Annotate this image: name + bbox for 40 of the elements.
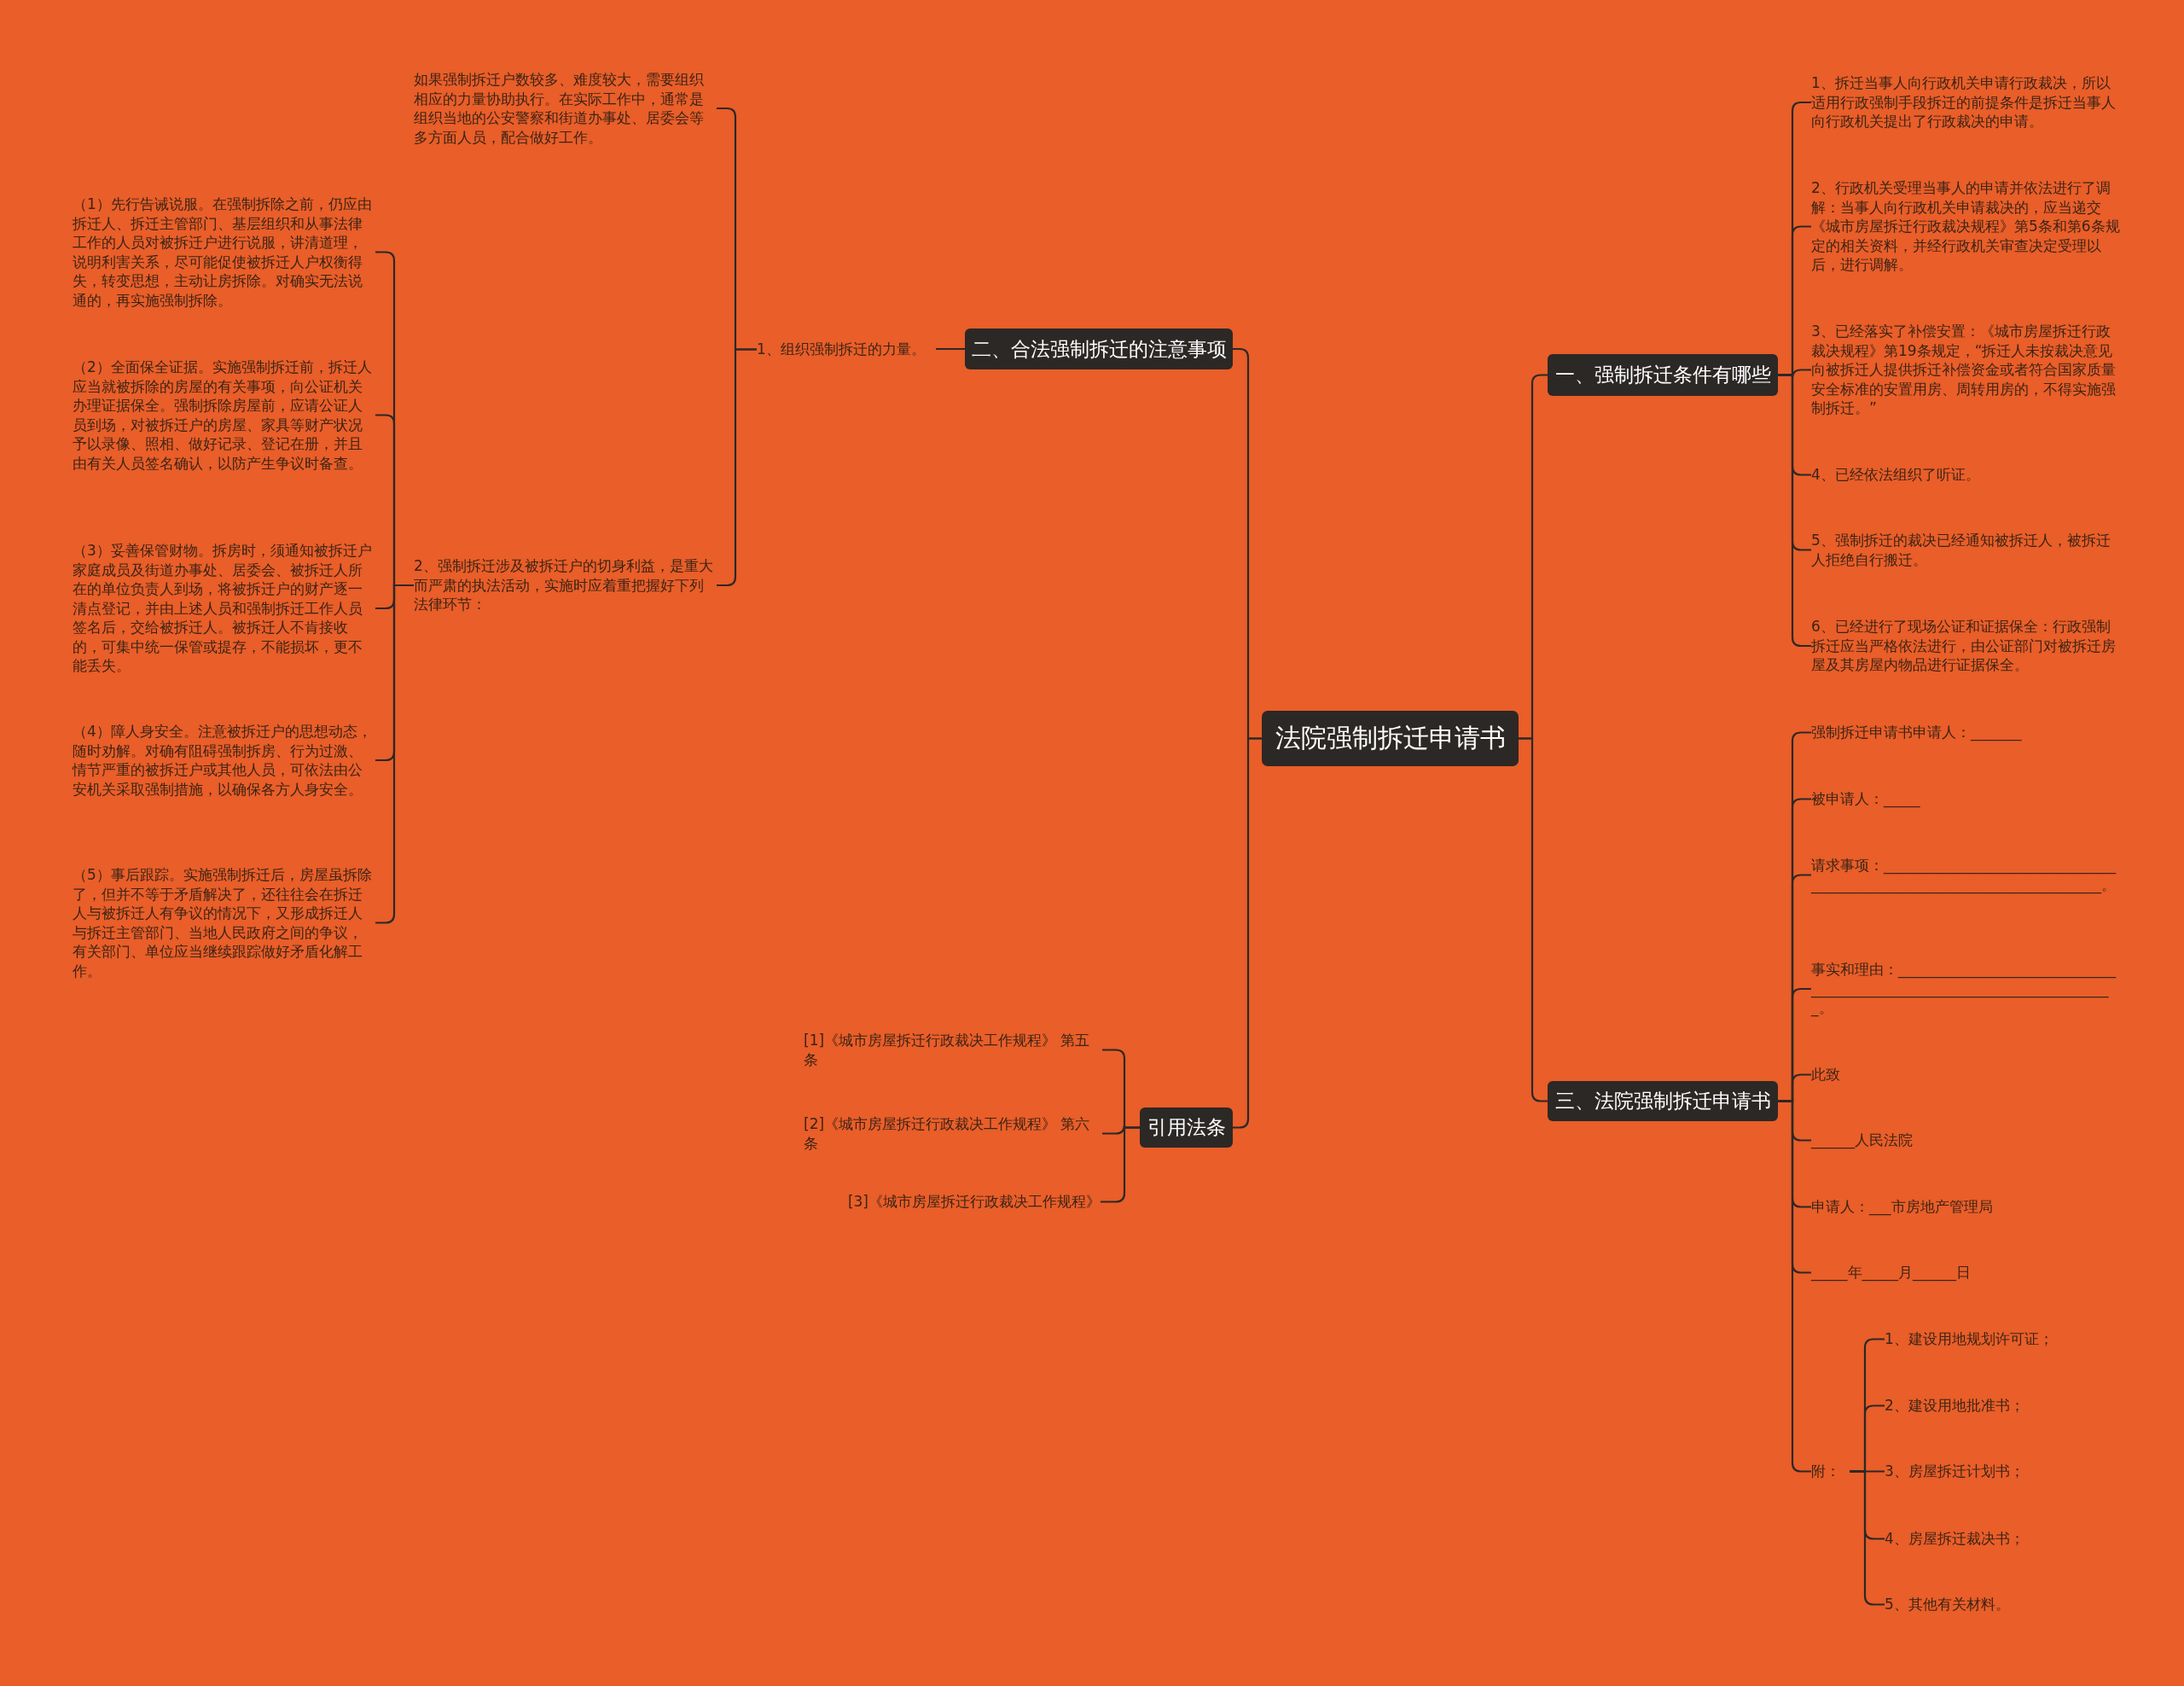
connector-line	[936, 347, 965, 351]
branch-topic-box: 引用法条	[1140, 1108, 1233, 1148]
topic-text: 事实和理由：________________________________________________________________________。	[1811, 960, 2123, 1018]
topic-text: 被申请人：_____	[1811, 789, 2123, 809]
topic-text: （1）先行告诫说服。在强制拆除之前，仍应由拆迁人、拆迁主管部门、基层组织和从事法律工作的人员对被拆迁户进行说服，讲清道理，说明利害关系，尽可能促使被拆迁人户权衡得失，转变思想，主动让房拆除。对确实无法说通的，再实施强制拆除。	[73, 195, 375, 310]
topic-text: 5、其他有关材料。	[1885, 1595, 2140, 1614]
topic-text: [2]《城市房屋拆迁行政裁决工作规程》 第六条	[804, 1114, 1102, 1153]
topic-text: 申请人：___市房地产管理局	[1811, 1197, 2123, 1217]
central-topic-box: 法院强制拆迁申请书	[1262, 711, 1519, 766]
topic-text: 1、组织强制拆迁的力量。	[757, 340, 936, 359]
topic-text: 4、房屋拆迁裁决书；	[1885, 1529, 2140, 1549]
topic-text: _____年_____月______日	[1811, 1263, 2123, 1282]
topic-text: 此致	[1811, 1065, 2123, 1084]
branch-topic-box: 三、法院强制拆迁申请书	[1548, 1081, 1778, 1121]
topic-text: [3]《城市房屋拆迁行政裁决工作规程》	[804, 1192, 1101, 1212]
connector-line	[1519, 737, 1548, 1102]
topic-text: 附：	[1811, 1462, 1850, 1481]
topic-text: 4、已经依法组织了听证。	[1811, 465, 2123, 485]
topic-text: （2）全面保全证据。实施强制拆迁前，拆迁人应当就被拆除的房屋的有关事项，向公证机关办理证据保全。强制拆除房屋前，应请公证人员到场，对被拆迁户的房屋、家具等财产状况予以录像、照相、做好记录、登记在册，并且由有关人员签名确认，以防产生争议时备查。	[73, 358, 375, 473]
topic-text: 1、拆迁当事人向行政机关申请行政裁决，所以适用行政强制手段拆迁的前提条件是拆迁当事人向行政机关提出了行政裁决的申请。	[1811, 73, 2123, 131]
topic-text: 3、房屋拆迁计划书；	[1885, 1462, 2140, 1481]
topic-text: （5）事后跟踪。实施强制拆迁后，房屋虽拆除了，但并不等于矛盾解决了，还往往会在拆迁人与被拆迁人有争议的情况下，又形成拆迁人与拆迁主管部门、当地人民政府之间的争议，有关部门、单位应当继续跟踪做好矛盾化解工作。	[73, 865, 375, 980]
topic-text: 强制拆迁申请书申请人：_______	[1811, 723, 2123, 742]
connector-line	[1233, 737, 1262, 1129]
branch-topic-box: 二、合法强制拆迁的注意事项	[965, 328, 1233, 369]
topic-text: 2、强制拆迁涉及被拆迁户的切身利益，是重大而严肃的执法活动，实施时应着重把握好下列法律环节：	[414, 556, 717, 614]
topic-text: 如果强制拆迁户数较多、难度较大，需要组织相应的力量协助执行。在实际工作中，通常是组织当地的公安警察和街道办事处、居委会等多方面人员，配合做好工作。	[414, 70, 717, 147]
topic-text: 6、已经进行了现场公证和证据保全：行政强制拆迁应当严格依法进行，由公证部门对被拆迁房屋及其房屋内物品进行证据保全。	[1811, 617, 2123, 675]
topic-text: 请求事项：________________________________________________________________________。	[1811, 856, 2123, 894]
topic-text: （4）障人身安全。注意被拆迁户的思想动态，随时劝解。对确有阻碍强制拆房、行为过激、情节严重的被拆迁户或其他人员，可依法由公安机关采取强制措施，以确保各方人身安全。	[73, 722, 375, 799]
topic-text: 5、强制拆迁的裁决已经通知被拆迁人，被拆迁人拒绝自行搬迁。	[1811, 531, 2123, 569]
topic-text: 1、建设用地规划许可证；	[1885, 1329, 2140, 1349]
topic-text: （3）妥善保管财物。拆房时，须通知被拆迁户家庭成员及街道办事处、居委会、被拆迁人所在的单位负责人到场，将被拆迁户的财产逐一清点登记，并由上述人员和强制拆迁工作人员签名后，交给被拆迁人。被拆迁人不肯接收的，可集中统一保管或提存，不能损坏，更不能丢失。	[73, 541, 375, 676]
branch-topic-box: 一、强制拆迁条件有哪些	[1548, 354, 1778, 396]
topic-text: ______人民法院	[1811, 1131, 2123, 1150]
topic-text: [1]《城市房屋拆迁行政裁决工作规程》 第五条	[804, 1031, 1102, 1069]
topic-text: 2、建设用地批准书；	[1885, 1396, 2140, 1416]
connector-line	[1778, 1100, 1811, 1473]
topic-text: 3、已经落实了补偿安置：《城市房屋拆迁行政裁决规程》第19条规定，“拆迁人未按裁决意见向被拆迁人提供拆迁补偿资金或者符合国家质量安全标准的安置用房、周转用房的，不得实施强制拆迁。”	[1811, 322, 2123, 418]
topic-text: 2、行政机关受理当事人的申请并依法进行了调解：当事人向行政机关申请裁决的，应当递交《城市房屋拆迁行政裁决规程》第5条和第6条规定的相关资料，并经行政机关审查决定受理以后，进行调解。	[1811, 178, 2123, 275]
